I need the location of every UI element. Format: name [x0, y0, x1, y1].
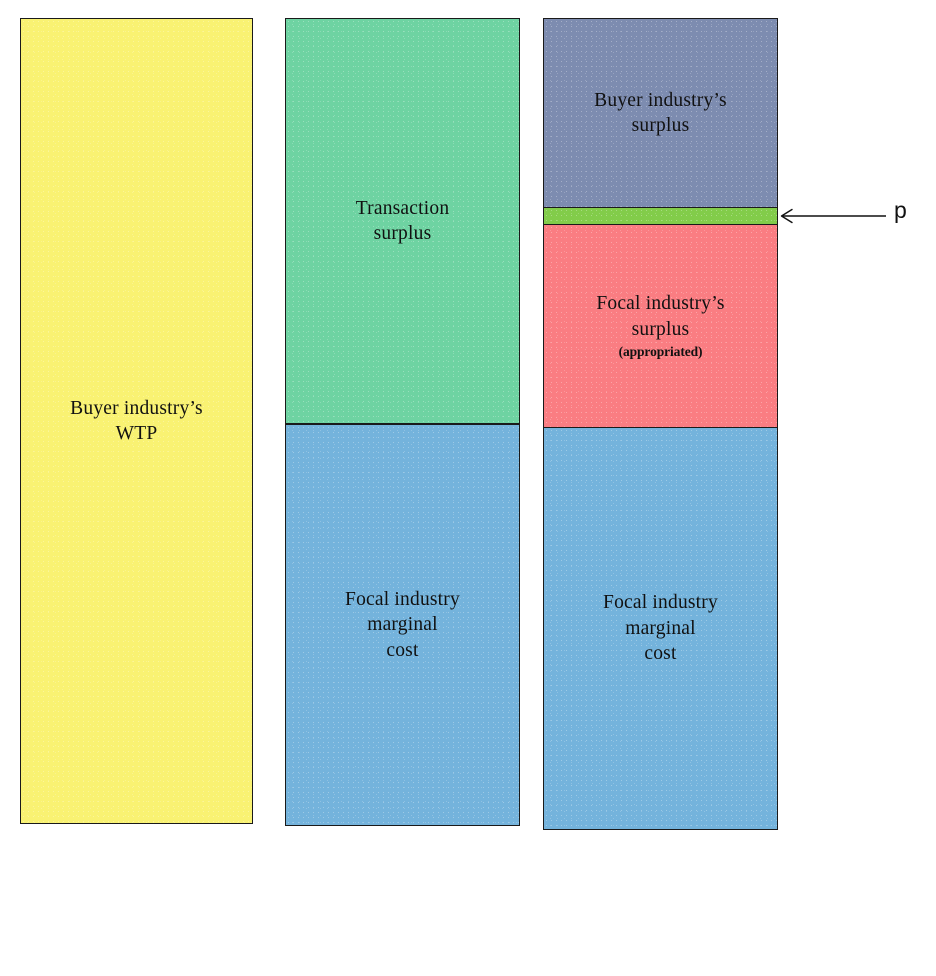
block-label-focal-industry-marginal-cost-column3: Focal industry marginal cost: [603, 592, 718, 665]
price-annotation: p: [778, 199, 936, 233]
block-price-band: [543, 207, 778, 225]
block-focal-industry-marginal-cost-column2: Focal industry marginal cost: [285, 424, 520, 826]
block-transaction-surplus: Transaction surplus: [285, 18, 520, 424]
block-label-focal-industry-marginal-cost-column2: Focal industry marginal cost: [345, 588, 460, 661]
block-label-buyer-industry-wtp: Buyer industry’s WTP: [70, 397, 203, 444]
price-label: p: [894, 197, 907, 223]
block-sublabel-appropriated: (appropriated): [618, 344, 703, 360]
block-label-focal-industry-surplus: Focal industry’s surplus: [596, 293, 725, 340]
block-label-transaction-surplus: Transaction surplus: [355, 197, 450, 244]
block-label-buyer-industry-surplus: Buyer industry’s surplus: [594, 89, 727, 136]
block-buyer-industry-surplus: Buyer industry’s surplus: [543, 18, 778, 208]
block-focal-industry-surplus: Focal industry’s surplus (appropriated): [543, 224, 778, 428]
block-focal-industry-marginal-cost-column3: Focal industry marginal cost: [543, 427, 778, 830]
price-arrow-icon: [780, 208, 886, 224]
block-buyer-industry-wtp: Buyer industry’s WTP: [20, 18, 253, 824]
